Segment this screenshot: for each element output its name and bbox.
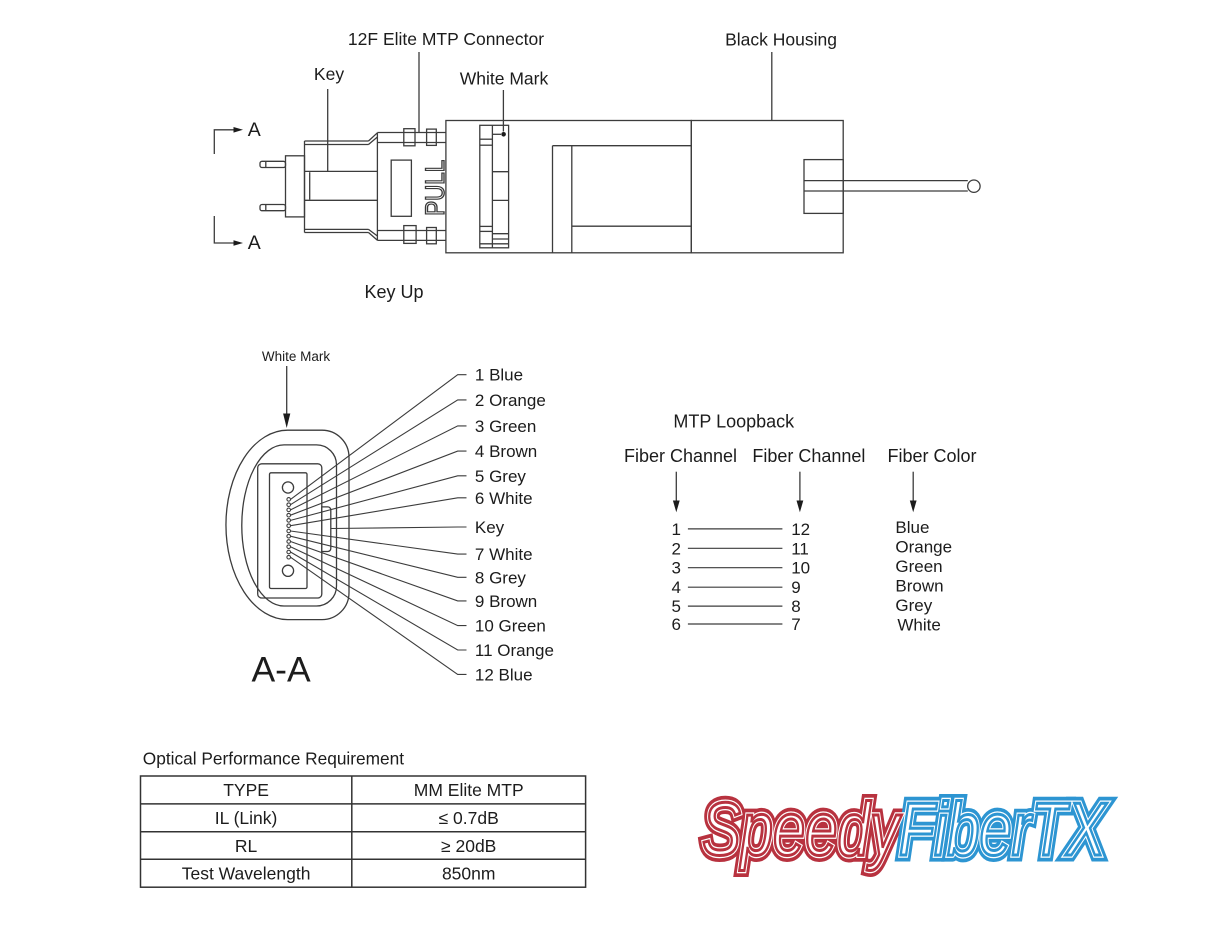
svg-text:850nm: 850nm xyxy=(442,864,496,884)
svg-text:11: 11 xyxy=(791,539,809,558)
svg-text:12F Elite MTP Connector: 12F Elite MTP Connector xyxy=(348,29,544,49)
svg-text:Fiber Channel: Fiber Channel xyxy=(624,446,737,466)
svg-text:TYPE: TYPE xyxy=(223,780,269,800)
svg-text:Black Housing: Black Housing xyxy=(725,30,837,50)
svg-text:≥ 20dB: ≥ 20dB xyxy=(441,836,496,856)
svg-text:3: 3 xyxy=(672,559,681,578)
svg-text:6 White: 6 White xyxy=(475,489,533,508)
svg-text:4: 4 xyxy=(672,578,681,597)
svg-text:Grey: Grey xyxy=(895,596,932,615)
svg-text:MTP Loopback: MTP Loopback xyxy=(673,411,795,431)
svg-text:PULL: PULL xyxy=(420,160,450,216)
svg-text:SpeedyFiberTX: SpeedyFiberTX xyxy=(702,788,1107,872)
svg-text:1: 1 xyxy=(672,520,681,539)
svg-text:IL (Link): IL (Link) xyxy=(215,808,278,828)
svg-text:Green: Green xyxy=(895,557,942,576)
svg-text:Orange: Orange xyxy=(895,538,952,557)
svg-text:RL: RL xyxy=(235,836,258,856)
svg-text:A: A xyxy=(248,119,261,141)
svg-text:7 White: 7 White xyxy=(475,545,533,564)
svg-text:White: White xyxy=(897,616,940,635)
svg-text:1 Blue: 1 Blue xyxy=(475,366,523,385)
svg-text:A: A xyxy=(248,232,261,254)
svg-text:SpeedyFiberTX: SpeedyFiberTX xyxy=(702,788,1107,872)
svg-text:Test Wavelength: Test Wavelength xyxy=(182,864,311,884)
svg-text:5 Grey: 5 Grey xyxy=(475,467,527,486)
svg-text:10 Green: 10 Green xyxy=(475,617,546,636)
svg-text:4 Brown: 4 Brown xyxy=(475,442,537,461)
svg-text:11 Orange: 11 Orange xyxy=(475,641,554,660)
svg-text:2 Orange: 2 Orange xyxy=(475,391,546,410)
svg-text:12: 12 xyxy=(791,520,810,539)
svg-text:7: 7 xyxy=(791,615,800,634)
svg-text:5: 5 xyxy=(672,597,681,616)
svg-text:9 Brown: 9 Brown xyxy=(475,592,537,611)
svg-text:10: 10 xyxy=(791,559,810,578)
svg-text:Optical Performance Requiremen: Optical Performance Requirement xyxy=(143,749,404,769)
svg-text:Key: Key xyxy=(314,64,344,84)
svg-text:White Mark: White Mark xyxy=(262,349,331,364)
svg-text:12 Blue: 12 Blue xyxy=(475,665,533,684)
svg-text:2: 2 xyxy=(672,539,681,558)
svg-text:3 Green: 3 Green xyxy=(475,417,536,436)
svg-text:Blue: Blue xyxy=(895,518,929,537)
svg-text:Fiber Color: Fiber Color xyxy=(887,446,976,466)
svg-text:8: 8 xyxy=(791,597,800,616)
svg-text:≤ 0.7dB: ≤ 0.7dB xyxy=(439,808,499,828)
svg-text:6: 6 xyxy=(672,615,681,634)
svg-text:Key: Key xyxy=(475,518,505,537)
svg-text:Brown: Brown xyxy=(895,577,943,596)
svg-text:Key Up: Key Up xyxy=(364,282,423,302)
svg-text:8 Grey: 8 Grey xyxy=(475,568,527,587)
svg-text:MM Elite MTP: MM Elite MTP xyxy=(414,780,524,800)
svg-text:9: 9 xyxy=(791,578,800,597)
svg-text:SpeedyFiberTX: SpeedyFiberTX xyxy=(702,788,1107,872)
svg-text:White Mark: White Mark xyxy=(460,69,549,89)
svg-text:Fiber Channel: Fiber Channel xyxy=(752,446,865,466)
svg-text:A-A: A-A xyxy=(252,650,312,690)
